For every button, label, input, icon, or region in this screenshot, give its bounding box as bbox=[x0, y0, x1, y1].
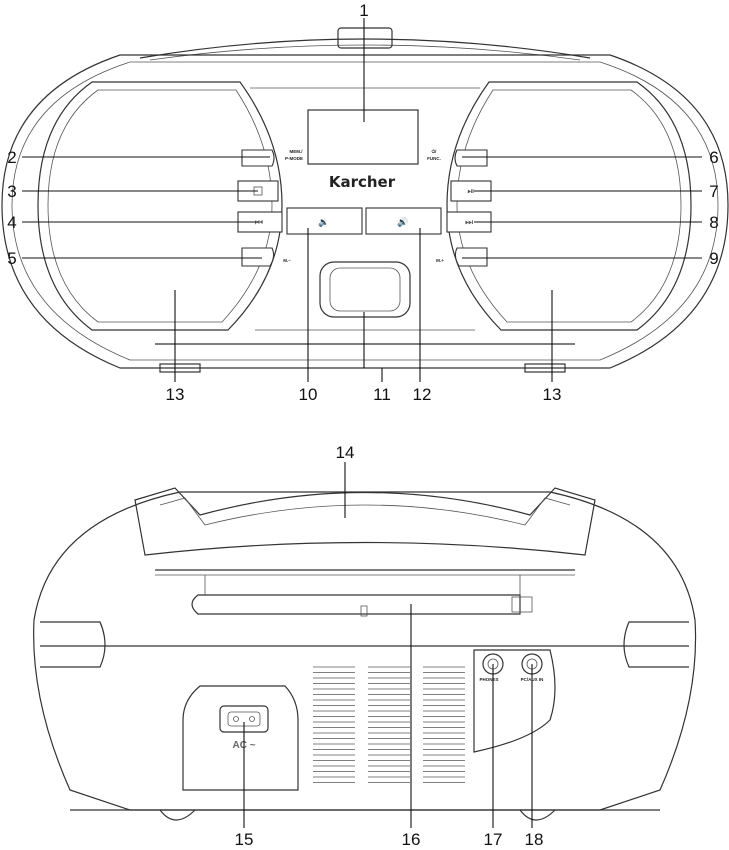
lcd-display bbox=[307, 109, 419, 165]
m-minus-button[interactable] bbox=[241, 247, 275, 267]
handle-grip bbox=[337, 27, 393, 49]
phones-label: PHONES bbox=[479, 677, 498, 682]
func-label-2: FUNC. bbox=[427, 156, 441, 161]
ventilation-grille bbox=[313, 666, 465, 783]
antenna bbox=[191, 594, 521, 615]
callout-8: 8 bbox=[709, 213, 718, 232]
func-label-1: ⏻/ bbox=[432, 149, 438, 154]
callout-17: 17 bbox=[484, 830, 503, 849]
callout-2: 2 bbox=[7, 148, 16, 167]
callout-16: 16 bbox=[402, 830, 421, 849]
callout-15: 15 bbox=[235, 830, 254, 849]
power-func-button[interactable] bbox=[454, 149, 488, 167]
left-foot bbox=[159, 363, 201, 373]
mem-pmode-button[interactable] bbox=[241, 149, 275, 167]
front-body-outline bbox=[1, 54, 729, 369]
callout-1: 1 bbox=[359, 1, 368, 20]
volume-up-icon: 🔊 bbox=[397, 216, 408, 228]
back-view: AC ~ PHONES PC/AUX IN 14 15 16 17 18 bbox=[33, 443, 697, 849]
callout-12: 12 bbox=[413, 385, 432, 404]
back-handle bbox=[134, 487, 596, 556]
callout-11: 11 bbox=[373, 385, 391, 404]
right-foot bbox=[524, 363, 566, 373]
volume-down-button[interactable] bbox=[286, 207, 363, 235]
back-body-outline bbox=[33, 491, 697, 811]
mem-pmode-label-1: MEM./ bbox=[290, 149, 304, 154]
front-view: Karcher MEM./ P-MODE M.– ⏻/ FUNC. M.+ ⏮ … bbox=[1, 1, 729, 404]
skip-back-icon: ⏮ bbox=[255, 218, 263, 228]
callout-10: 10 bbox=[299, 385, 318, 404]
callout-13-right: 13 bbox=[543, 385, 562, 404]
skip-forward-icon: ⏭ bbox=[465, 218, 473, 228]
play-pause-icon: ⏯ bbox=[467, 187, 474, 197]
callout-3: 3 bbox=[7, 182, 16, 201]
volume-up-button[interactable] bbox=[365, 207, 442, 235]
m-plus-label: M.+ bbox=[436, 258, 444, 263]
ac-panel bbox=[182, 685, 299, 791]
jack-panel bbox=[473, 649, 556, 753]
callout-4: 4 bbox=[7, 213, 16, 232]
callout-5: 5 bbox=[7, 249, 16, 268]
volume-down-icon: 🔉 bbox=[318, 218, 329, 228]
callout-7: 7 bbox=[709, 182, 718, 201]
callout-18: 18 bbox=[525, 830, 544, 849]
brand-logo: Karcher bbox=[329, 173, 396, 191]
mem-pmode-label-2: P-MODE bbox=[285, 156, 303, 161]
callout-9: 9 bbox=[709, 249, 718, 268]
m-plus-button[interactable] bbox=[454, 247, 488, 267]
callout-13-left: 13 bbox=[166, 385, 185, 404]
callout-6: 6 bbox=[709, 148, 718, 167]
cd-lid-button[interactable] bbox=[319, 261, 411, 318]
callout-14: 14 bbox=[336, 443, 355, 462]
m-minus-label: M.– bbox=[283, 258, 291, 263]
